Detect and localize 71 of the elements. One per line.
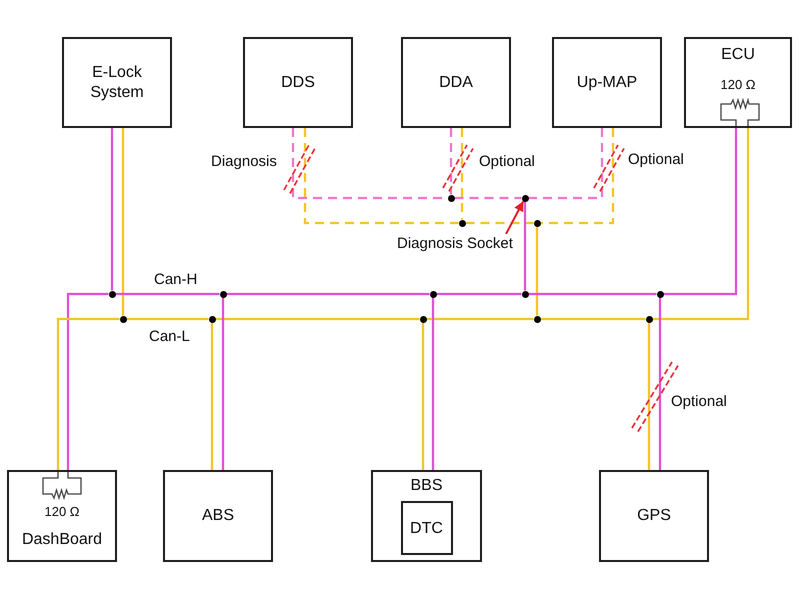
module-label: Up-MAP xyxy=(576,72,638,92)
module-label: ABS xyxy=(202,506,234,526)
module-label: DTC xyxy=(410,518,443,538)
dashed-wire xyxy=(304,128,458,224)
wire xyxy=(432,298,434,470)
wire xyxy=(216,318,420,320)
module-label: E-Lock System xyxy=(89,63,145,102)
module-box xyxy=(62,37,172,128)
module-label: BBS xyxy=(410,476,442,496)
wire xyxy=(122,128,124,316)
edge-label: Optional xyxy=(627,151,685,168)
junction-dot xyxy=(522,290,528,298)
wire xyxy=(524,202,526,290)
module-box xyxy=(552,37,662,128)
wire xyxy=(648,322,650,470)
wire xyxy=(536,226,538,316)
module-box xyxy=(7,470,117,562)
junction-dot xyxy=(120,316,126,322)
module-box xyxy=(400,501,452,556)
module-label: DDS xyxy=(281,72,315,92)
wire xyxy=(426,318,534,320)
wire xyxy=(422,322,424,470)
module-box xyxy=(401,37,511,128)
edge-label: Optional xyxy=(670,393,728,410)
module-label: GPS xyxy=(637,506,671,526)
dashed-wire xyxy=(528,128,604,200)
resistance-label: 120 Ω xyxy=(720,77,756,93)
junction-dot xyxy=(448,194,454,202)
wire xyxy=(110,128,114,290)
callout-label: Diagnosis Socket xyxy=(397,234,513,253)
dashed-wire xyxy=(450,128,452,194)
wire xyxy=(658,298,662,470)
module-label: ECU xyxy=(721,45,755,64)
edge-label: Diagnosis xyxy=(210,153,278,170)
wire xyxy=(222,298,224,470)
junction-dot xyxy=(430,290,436,298)
junction-dot xyxy=(646,316,652,322)
wire xyxy=(126,318,208,320)
junction-dot xyxy=(534,316,540,322)
module-box xyxy=(371,470,482,562)
wire xyxy=(210,322,214,470)
junction-dot xyxy=(522,194,528,202)
module-box xyxy=(243,37,353,128)
dashed-wire xyxy=(460,128,464,220)
junction-dot xyxy=(420,316,426,322)
wire xyxy=(116,292,220,296)
dashed-wire xyxy=(466,222,534,224)
resistance-label: 120 Ω xyxy=(44,504,80,520)
module-label: DDA xyxy=(439,72,473,92)
junction-dot xyxy=(656,290,664,298)
wire xyxy=(540,318,646,320)
module-box xyxy=(599,470,709,562)
wire xyxy=(56,318,120,470)
wire xyxy=(528,292,656,296)
junction-dot xyxy=(108,290,116,298)
edge-label: Optional xyxy=(478,153,536,170)
junction-dot xyxy=(208,316,216,322)
wire xyxy=(436,292,522,296)
wire xyxy=(226,292,430,296)
junction-dot xyxy=(220,290,226,298)
wire xyxy=(664,128,738,296)
module-label: DashBoard xyxy=(22,530,102,549)
dashed-wire xyxy=(454,196,522,200)
module-box xyxy=(163,470,273,562)
dashed-wire xyxy=(540,128,614,224)
module-box xyxy=(684,37,792,128)
leader-arrow xyxy=(505,200,524,234)
junction-dot xyxy=(534,220,540,226)
junction-dot xyxy=(458,220,466,226)
wire xyxy=(66,292,108,470)
wire xyxy=(652,128,750,320)
